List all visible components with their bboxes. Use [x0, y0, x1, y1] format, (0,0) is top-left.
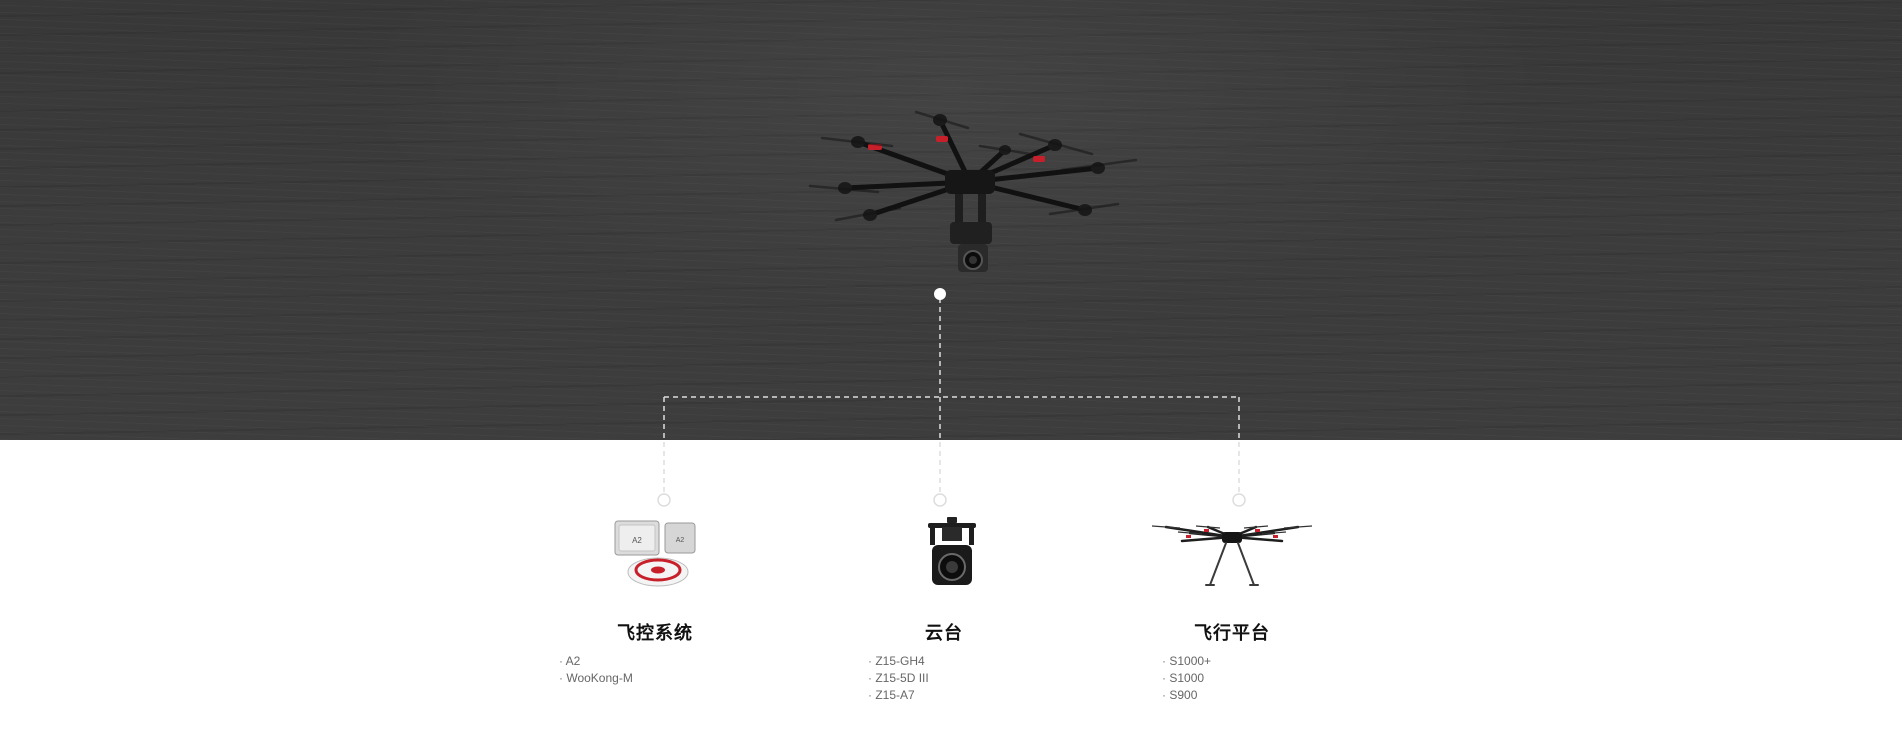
product-title[interactable]: 飞行平台 [1194, 623, 1270, 643]
product-model-link[interactable]: S900 [1162, 687, 1211, 704]
product-model-link[interactable]: S1000 [1162, 670, 1211, 687]
product-gimbal[interactable]: 云台 Z15-GH4 Z15-5D III Z15-A7 [834, 515, 1054, 715]
svg-text:A2: A2 [676, 537, 685, 544]
product-model-link[interactable]: Z15-GH4 [868, 653, 929, 670]
octocopter-frame-icon[interactable] [1152, 515, 1312, 590]
product-flight-platform[interactable]: 飞行平台 S1000+ S1000 S900 [1122, 515, 1342, 715]
product-model-link[interactable]: A2 [559, 653, 633, 670]
product-title[interactable]: 飞控系统 [617, 623, 693, 643]
product-model-link[interactable]: Z15-5D III [868, 670, 928, 687]
svg-text:A2: A2 [632, 536, 642, 545]
camera-gimbal-icon[interactable] [864, 515, 1024, 590]
product-title[interactable]: 云台 [925, 623, 963, 643]
product-model-list: A2 WooKong-M [559, 653, 633, 687]
product-model-list: Z15-GH4 Z15-5D III Z15-A7 [868, 653, 929, 704]
product-model-link[interactable]: Z15-A7 [868, 687, 929, 704]
product-model-list: S1000+ S1000 S900 [1162, 653, 1211, 704]
product-model-link[interactable]: WooKong-M [559, 670, 632, 687]
product-flight-controller[interactable]: A2 A2 飞控系统 A2 WooKong-M [545, 515, 765, 715]
product-model-link[interactable]: S1000+ [1162, 653, 1211, 670]
flight-controller-icon[interactable]: A2 A2 [575, 515, 735, 590]
hero-drone-image [808, 110, 1138, 272]
hero-banner [0, 0, 1902, 440]
